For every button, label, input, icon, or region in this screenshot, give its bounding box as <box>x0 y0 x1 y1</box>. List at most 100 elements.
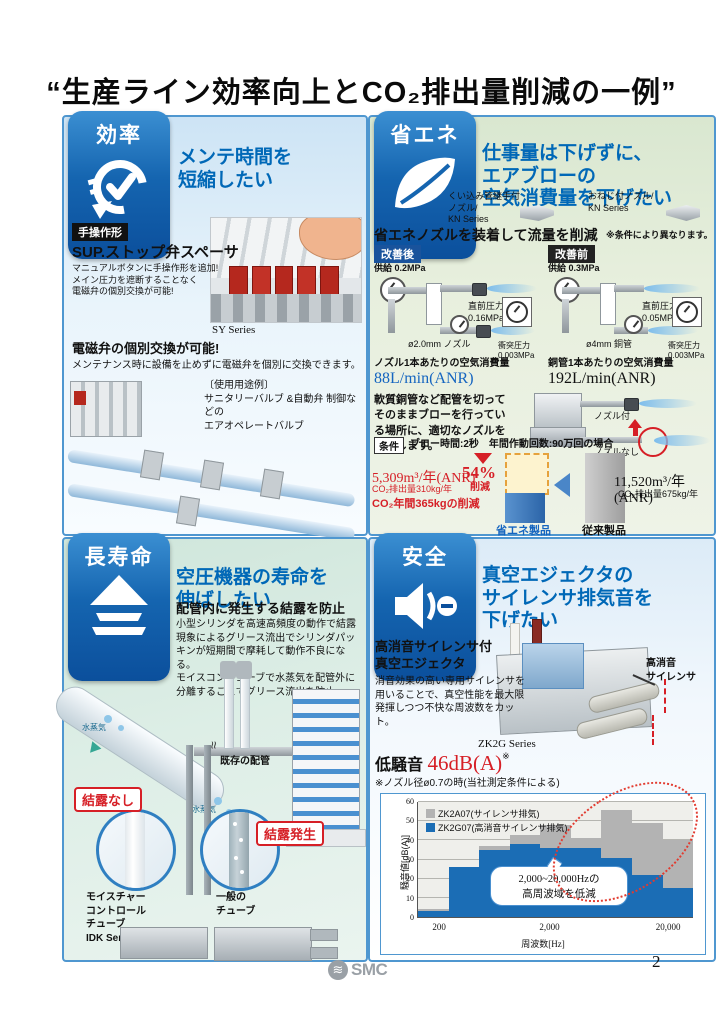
air-spray <box>639 399 697 408</box>
improved-pre-pressure: 直前圧力 0.16MPa <box>468 301 505 323</box>
impact-gauge-box <box>672 297 702 327</box>
refresh-check-icon <box>87 160 147 219</box>
nozzle-graphic <box>476 325 491 338</box>
bar <box>418 911 449 917</box>
legend-label: ZK2A07(サイレンサ排気) <box>438 809 540 819</box>
saved-air-bar <box>505 453 549 495</box>
eco-co2-saving: CO₂年間365kgの削減 <box>372 498 480 510</box>
leaf-icon <box>395 157 455 209</box>
tube-white-2 <box>240 671 250 749</box>
use-case-note: 〔使用用途例〕 サニタリーバルブ &自動弁 制御などの エアオペレートバルブ <box>204 380 357 432</box>
bar <box>448 867 480 917</box>
series-caption: SY Series <box>212 324 256 336</box>
condensation-bubble: 結露発生 <box>256 821 325 846</box>
legend-item: ZK2A07(サイレンサ排気) <box>426 807 568 820</box>
pipe <box>388 299 395 333</box>
safety-product-name: 高消音サイレンサ付 真空エジェクタ <box>375 639 493 671</box>
improved-consumption-value: 88L/min(ANR) <box>374 370 474 387</box>
pipe <box>614 285 644 292</box>
droplet <box>214 797 222 805</box>
longlife-heading: 空圧機器の寿命を 伸ばしたい <box>176 566 329 611</box>
before-pipe-size: ø4mm 銅管 <box>586 339 632 349</box>
nozzle2-photo <box>666 205 700 221</box>
nozzle2-label: おねじ付ノズル/ KN Series <box>588 191 654 213</box>
improved-impact: 衝突圧力 0.003MPa <box>498 341 535 360</box>
energy-badge-label: 省エネ <box>390 124 460 147</box>
smc-logo-icon: ≋ <box>328 960 348 980</box>
red-spacers-graphic <box>229 266 339 296</box>
eco-co2-value: CO₂排出量310kg/年 <box>372 484 453 494</box>
red-dashed-arrow <box>652 715 654 745</box>
pipe <box>440 285 472 292</box>
product-description: マニュアルボタンに手操作形を追加! メイン圧力を遮断することなく 電磁弁の個別交… <box>72 263 219 297</box>
pre-pressure-gauge-icon <box>450 315 469 334</box>
fittings-row-graphic <box>211 294 361 322</box>
droplet <box>239 838 243 842</box>
y-tick-label: 40 <box>406 835 414 845</box>
efficiency-heading: メンテ時間を 短縮したい <box>178 146 293 191</box>
inline-valve-4 <box>175 495 201 527</box>
safety-panel: 安全 真空エジェクタの サイレンサ排気音を 下げたい 高消音 サイレンサ 高消音… <box>368 533 720 962</box>
air-spray <box>491 326 535 335</box>
conventional-bar <box>585 453 625 523</box>
noise-chart-legend: ZK2A07(サイレンサ排気) ZK2G07(高消音サイレンサ排気) <box>426 806 568 834</box>
reduction-arrow-icon <box>474 453 492 464</box>
energy-section-note: ※条件により異なります。 <box>606 230 713 240</box>
smc-logo-text: SMC <box>351 960 388 979</box>
manual-type-tag: 手操作形 <box>72 223 128 241</box>
legend-label: ZK2G07(高消音サイレンサ排気) <box>438 823 568 833</box>
safety-body: 消音効果の高い専用サイレンサを用いることで、真空性能を最大限発揮しつつ不快な周波… <box>375 676 525 728</box>
energy-panel: 省エネ 仕事量は下げずに、 エアブローの 空気消費量を下げたい くい込み管継手付… <box>368 111 716 537</box>
reduction-percent: 54% <box>462 463 496 482</box>
air-spray <box>654 435 710 446</box>
silencer-callout-label: 高消音 サイレンサ <box>646 658 696 683</box>
improved-diagram: 改善後 供給 0.2MPa 直前圧力 0.16MPa ø2.0mm ノズル 衝突… <box>372 245 540 360</box>
co2-comparison-graphic: 54% 削減 5,309m³/年(ANR) CO₂排出量310kg/年 CO₂年… <box>370 451 714 537</box>
improved-chip: 改善後 <box>374 245 421 263</box>
legend-swatch-gray <box>426 809 435 818</box>
cylinder-photo-1 <box>120 927 208 959</box>
gripper-finger <box>310 947 338 959</box>
no-condensation-bubble: 結露なし <box>74 787 143 812</box>
gridline <box>418 820 693 822</box>
up-arrow-icon <box>90 575 148 635</box>
energy-body: 軟質銅管など配管を切って そのままブローを行ってい る場所に、適切なノズルを 設… <box>374 394 506 453</box>
existing-pipe-graphic <box>194 747 294 756</box>
piping-illustration <box>66 379 362 542</box>
comparison-arrow-icon <box>554 473 570 497</box>
x-tick-label: 200 <box>432 922 446 932</box>
safety-heading: 真空エジェクタの サイレンサ排気音を 下げたい <box>482 564 654 632</box>
y-tick-label: 10 <box>406 893 414 903</box>
condition-text: ブロー時間:2秒 年間作動回数:90万回の場合 <box>410 439 614 450</box>
manifold-hand-photo <box>210 217 362 323</box>
y-tick-label: 20 <box>406 874 414 884</box>
improved-nozzle-size: ø2.0mm ノズル <box>408 339 471 349</box>
ejector-photo <box>480 619 700 745</box>
low-noise-value: 46dB(A) <box>427 751 503 775</box>
legend-item: ZK2G07(高消音サイレンサ排気) <box>426 821 568 834</box>
existing-pipe-label: 既存の配管 <box>220 756 270 767</box>
x-tick-label: 2,000 <box>539 922 560 932</box>
gray-tube-1 <box>186 745 193 895</box>
wet-tube-graphic <box>229 812 249 888</box>
air-spray <box>648 326 698 335</box>
efficiency-subheading: 電磁弁の個別交換が可能! <box>72 341 220 356</box>
pre-pressure-gauge-icon <box>624 315 643 334</box>
efficiency-badge-label: 効率 <box>96 124 142 147</box>
safety-badge: 安全 <box>374 533 476 681</box>
bar <box>631 874 663 917</box>
general-tube-label: 一般の チューブ <box>216 892 256 917</box>
valve-stack-graphic <box>70 381 142 437</box>
longlife-panel: 長寿命 空圧機器の寿命を 伸ばしたい 配管内に発生する結露を防止 小型シリンダを… <box>49 533 368 962</box>
before-pre-pressure: 直前圧力 0.05MPa <box>642 301 679 323</box>
conv-co2-value: CO₂排出量675kg/年 <box>618 489 699 499</box>
vapor-label-1: 水蒸気 <box>82 723 106 732</box>
fitting-graphic <box>236 661 252 679</box>
efficiency-panel: 効率 メンテ時間を 短縮したい SY Series 手操作形 <box>62 111 368 542</box>
manifold-block-graphic <box>292 689 360 831</box>
junction-block <box>426 283 442 325</box>
legend-swatch-blue <box>426 823 435 832</box>
nozzle-graphic <box>472 283 487 296</box>
